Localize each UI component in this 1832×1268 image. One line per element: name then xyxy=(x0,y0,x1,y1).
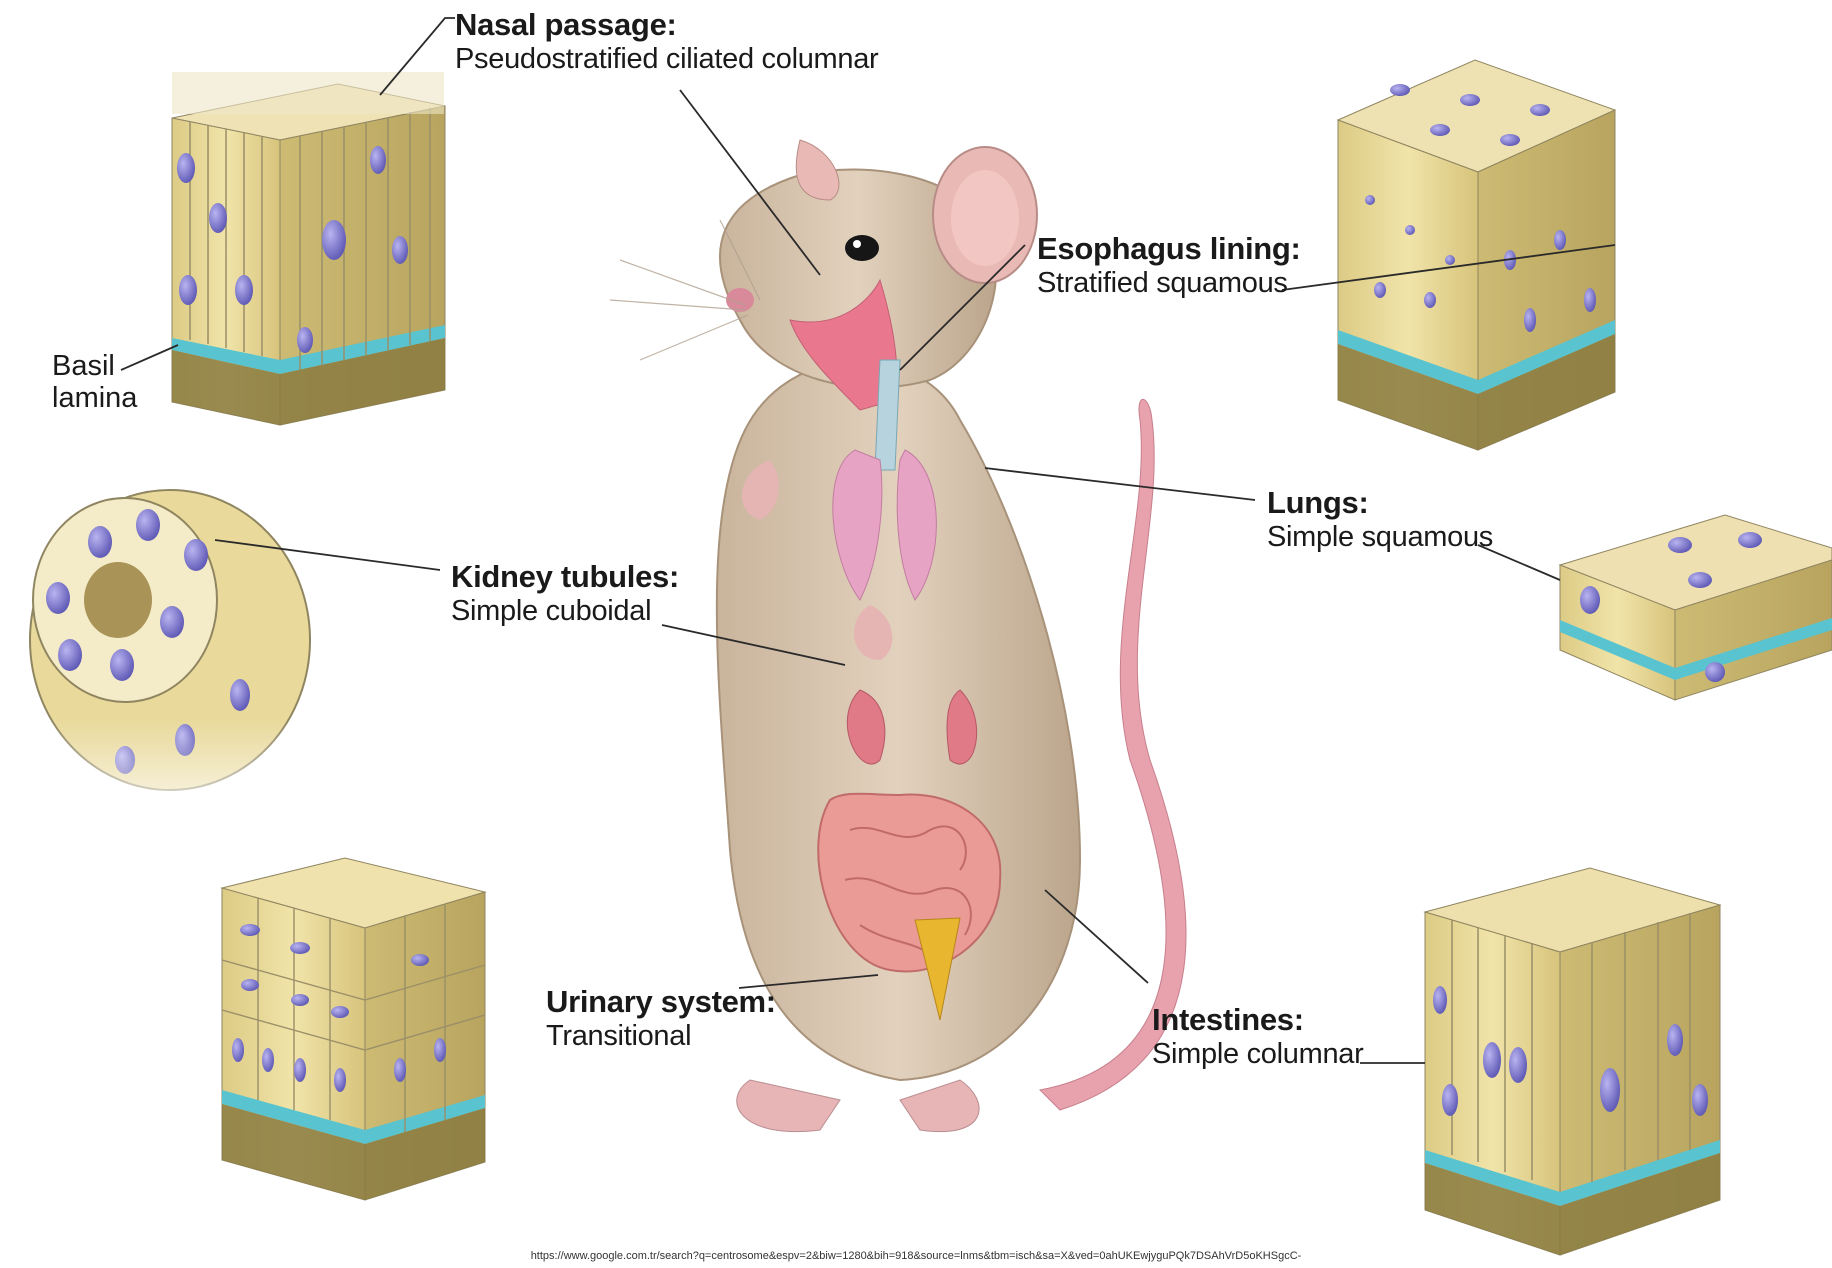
urinary-title: Urinary system: xyxy=(546,985,776,1020)
esophagus-subtitle: Stratified squamous xyxy=(1037,267,1301,299)
lungs-label: Lungs: Simple squamous xyxy=(1267,486,1493,553)
urinary-tissue-block xyxy=(222,858,485,1200)
nasal-tissue-block xyxy=(172,72,445,425)
intestines-subtitle: Simple columnar xyxy=(1152,1038,1363,1070)
kidney-tubule-block xyxy=(20,490,320,840)
lungs-subtitle: Simple squamous xyxy=(1267,521,1493,553)
basil-line2: lamina xyxy=(52,382,137,414)
esophagus-tissue-block xyxy=(1338,60,1615,450)
esophagus-label: Esophagus lining: Stratified squamous xyxy=(1037,232,1301,299)
esophagus-title: Esophagus lining: xyxy=(1037,232,1301,267)
source-url: https://www.google.com.tr/search?q=centr… xyxy=(0,1250,1832,1262)
nasal-title: Nasal passage: xyxy=(455,8,878,43)
nasal-subtitle: Pseudostratified ciliated columnar xyxy=(455,43,878,75)
lungs-title: Lungs: xyxy=(1267,486,1493,521)
basil-lamina-label: Basil lamina xyxy=(52,350,137,415)
kidney-subtitle: Simple cuboidal xyxy=(451,595,679,627)
kidney-title: Kidney tubules: xyxy=(451,560,679,595)
urinary-subtitle: Transitional xyxy=(546,1020,776,1052)
basil-line1: Basil xyxy=(52,350,137,382)
intestines-tissue-block xyxy=(1425,868,1720,1255)
lungs-tissue-block xyxy=(1560,515,1832,700)
kidney-label: Kidney tubules: Simple cuboidal xyxy=(451,560,679,627)
urinary-label: Urinary system: Transitional xyxy=(546,985,776,1052)
intestines-label: Intestines: Simple columnar xyxy=(1152,1003,1363,1070)
nasal-label: Nasal passage: Pseudostratified ciliated… xyxy=(455,8,878,75)
intestines-title: Intestines: xyxy=(1152,1003,1363,1038)
